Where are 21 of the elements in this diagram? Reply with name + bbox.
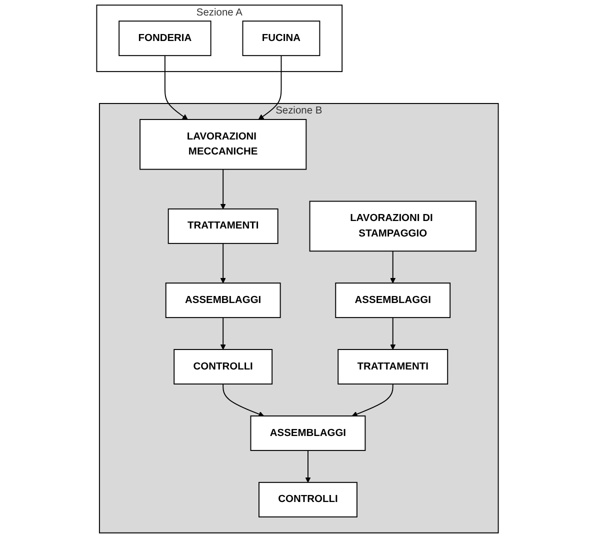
node-box: TRATTAMENTI — [168, 208, 278, 244]
arrow — [164, 55, 188, 120]
node-box: ASSEMBLAGGI — [250, 415, 366, 451]
node-box: LAVORAZIONI MECCANICHE — [140, 119, 307, 170]
arrow — [222, 384, 264, 417]
node-box: ASSEMBLAGGI — [165, 282, 281, 318]
arrow — [305, 450, 311, 483]
arrow — [258, 55, 282, 120]
node-box: LAVORAZIONI DI STAMPAGGIO — [309, 200, 476, 252]
node-box: FONDERIA — [118, 20, 212, 56]
node-box: CONTROLLI — [258, 482, 358, 518]
node-box: TRATTAMENTI — [338, 349, 448, 384]
arrow — [220, 242, 226, 284]
arrow — [352, 384, 394, 417]
node-box: CONTROLLI — [174, 349, 273, 384]
node-box: ASSEMBLAGGI — [335, 282, 451, 318]
arrow — [390, 250, 396, 284]
arrow — [220, 317, 226, 350]
arrow — [220, 168, 226, 210]
node-box: FUCINA — [242, 20, 320, 56]
arrow — [390, 317, 396, 350]
